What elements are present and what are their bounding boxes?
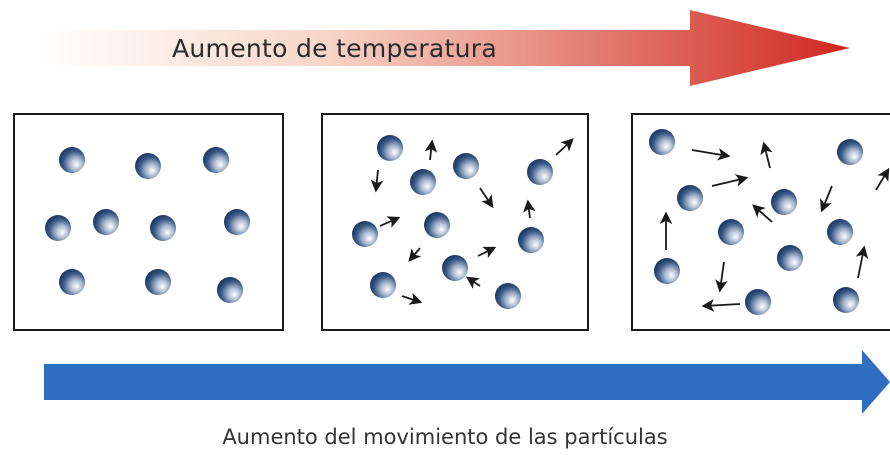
particle-icon bbox=[424, 212, 450, 238]
motion-arrow-icon bbox=[465, 276, 481, 289]
particle-icon bbox=[93, 209, 119, 235]
particle-icon bbox=[150, 215, 176, 241]
particle-icon bbox=[203, 147, 229, 173]
low-temperature-panel bbox=[13, 113, 284, 331]
particle-icon bbox=[837, 139, 863, 165]
particle-icon bbox=[527, 159, 553, 185]
particle-icon bbox=[518, 227, 544, 253]
particle-icon bbox=[771, 189, 797, 215]
motion-arrow-icon bbox=[820, 185, 833, 213]
motion-arrow-icon bbox=[370, 169, 384, 193]
particle-icon bbox=[442, 255, 468, 281]
motion-arrow-icon bbox=[477, 246, 497, 259]
particle-icon bbox=[677, 185, 703, 211]
motion-arrow-icon bbox=[752, 204, 773, 223]
temperature-arrow bbox=[40, 10, 850, 86]
motion-arrow-icon bbox=[701, 299, 741, 312]
motion-arrow-icon bbox=[522, 199, 536, 219]
particle-icon bbox=[777, 245, 803, 271]
motion-arrow-icon bbox=[855, 245, 869, 279]
particle-icon bbox=[718, 219, 744, 245]
motion-arrow-icon bbox=[875, 167, 890, 191]
particle-icon bbox=[224, 209, 250, 235]
motion-arrow-icon bbox=[711, 174, 749, 187]
particle-icon bbox=[45, 215, 71, 241]
particle-icon bbox=[377, 135, 403, 161]
particle-icon bbox=[59, 147, 85, 173]
motion-label: Aumento del movimiento de las partículas bbox=[222, 425, 667, 449]
particles bbox=[45, 129, 863, 315]
particle-icon bbox=[654, 258, 680, 284]
particle-icon bbox=[833, 287, 859, 313]
particle-icon bbox=[145, 269, 171, 295]
motion-arrow-icon bbox=[424, 139, 438, 161]
motion-arrow-icon bbox=[379, 216, 401, 228]
particle-icon bbox=[135, 153, 161, 179]
motion-arrow-icon bbox=[401, 292, 423, 305]
particle-icon bbox=[745, 289, 771, 315]
particle-icon bbox=[453, 153, 479, 179]
particle-icon bbox=[649, 129, 675, 155]
motion-arrow-icon bbox=[555, 138, 574, 156]
particle-icon bbox=[59, 269, 85, 295]
high-temperature-panel bbox=[631, 113, 890, 331]
particle-icon bbox=[410, 169, 436, 195]
particle-icon bbox=[217, 277, 243, 303]
particle-icon bbox=[352, 221, 378, 247]
motion-arrow-icon bbox=[479, 187, 494, 209]
motion-arrow-icon bbox=[760, 141, 773, 169]
particle-icon bbox=[827, 219, 853, 245]
motion-vectors bbox=[370, 138, 890, 312]
medium-temperature-panel bbox=[321, 113, 589, 331]
temperature-label: Aumento de temperatura bbox=[172, 34, 497, 63]
particle-icon bbox=[495, 283, 521, 309]
motion-arrow-icon bbox=[691, 148, 731, 161]
motion-arrow bbox=[44, 350, 890, 414]
motion-arrow-icon bbox=[408, 247, 422, 262]
particle-icon bbox=[370, 272, 396, 298]
motion-arrow-icon bbox=[715, 261, 728, 293]
